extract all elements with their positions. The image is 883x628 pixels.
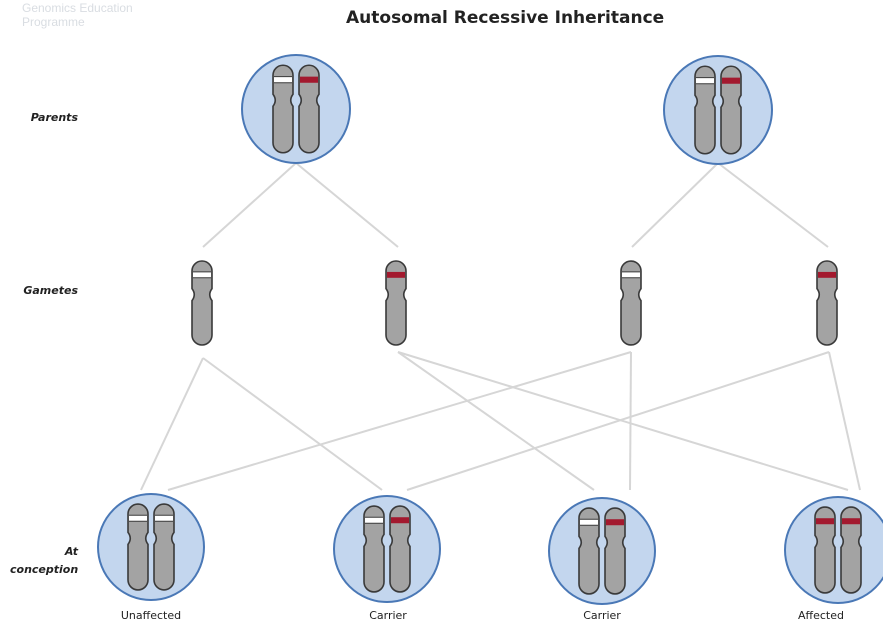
connector-line-1 (202, 162, 297, 248)
connector-line-7 (397, 351, 595, 491)
chromosome-body (153, 503, 175, 591)
child-4-circle-chromosome-2 (840, 506, 862, 594)
child-3-circle-chromosome-1 (578, 507, 600, 595)
watermark-line-1: Genomics Education (22, 1, 133, 15)
parent-2-circle-chromosome-1 (694, 65, 716, 155)
chromosome-body (694, 65, 716, 155)
connector-line-8 (397, 351, 849, 491)
connector-line-2 (295, 162, 399, 248)
connector-line-11 (406, 351, 830, 491)
connector-line-5 (140, 357, 204, 491)
affected-allele-band (842, 518, 860, 525)
parent-1-circle-chromosome-2 (298, 64, 320, 154)
chromosome-body (127, 503, 149, 591)
watermark-line-2: Programme (22, 15, 85, 29)
connector-line-3 (631, 162, 719, 248)
child-2-circle-chromosome-1 (363, 505, 385, 593)
connector-lines (140, 162, 861, 491)
gamete-1-chromosome (191, 260, 213, 346)
row-label-gametes: Gametes (23, 284, 78, 297)
affected-allele-band (391, 517, 409, 524)
chromosome-body (389, 505, 411, 593)
parent-2-circle (663, 55, 773, 165)
row-label-conception-line2: conception (10, 563, 79, 576)
chromosome-body (578, 507, 600, 595)
affected-allele-band (387, 271, 405, 278)
normal-allele-band (129, 515, 147, 522)
child-label-3: Carrier (583, 609, 621, 622)
child-2-circle (333, 495, 441, 603)
child-4-circle-chromosome-1 (814, 506, 836, 594)
gamete-2-chromosome (385, 260, 407, 346)
chromosome-body (720, 65, 742, 155)
diagram-title: Autosomal Recessive Inheritance (346, 8, 665, 28)
parent-1-circle-chromosome-1 (272, 64, 294, 154)
chromosome-body (620, 260, 642, 346)
affected-allele-band (300, 76, 318, 83)
connector-line-4 (717, 162, 829, 248)
genotype-circles (97, 54, 883, 605)
chromosome-body (604, 507, 626, 595)
child-label-2: Carrier (369, 609, 407, 622)
normal-allele-band (365, 517, 383, 524)
affected-allele-band (818, 271, 836, 278)
affected-allele-band (722, 77, 740, 84)
child-1-circle-chromosome-1 (127, 503, 149, 591)
normal-allele-band (580, 519, 598, 526)
gamete-4-chromosome (816, 260, 838, 346)
normal-allele-band (696, 77, 714, 84)
chromosome-body (385, 260, 407, 346)
affected-allele-band (606, 519, 624, 526)
chromosome-body (363, 505, 385, 593)
child-label-4: Affected (798, 609, 844, 622)
child-label-1: Unaffected (120, 609, 182, 622)
normal-allele-band (274, 76, 292, 83)
child-1-circle-chromosome-2 (153, 503, 175, 591)
normal-allele-band (622, 271, 640, 278)
parent-2-circle-chromosome-2 (720, 65, 742, 155)
watermark: Genomics Education Programme (22, 1, 133, 29)
affected-allele-band (816, 518, 834, 525)
normal-allele-band (193, 271, 211, 278)
row-label-conception-line1: At (64, 545, 78, 558)
connector-line-12 (828, 351, 861, 491)
connector-line-10 (629, 351, 632, 491)
child-2-circle-chromosome-2 (389, 505, 411, 593)
connector-line-9 (167, 351, 632, 491)
normal-allele-band (155, 515, 173, 522)
chromosome-body (298, 64, 320, 154)
chromosomes (127, 64, 862, 595)
chromosome-body (272, 64, 294, 154)
connector-line-6 (202, 357, 383, 491)
child-3-circle-chromosome-2 (604, 507, 626, 595)
child-3-circle (548, 497, 656, 605)
chromosome-body (816, 260, 838, 346)
parent-1-circle (241, 54, 351, 164)
chromosome-body (840, 506, 862, 594)
chromosome-body (191, 260, 213, 346)
gamete-3-chromosome (620, 260, 642, 346)
chromosome-body (814, 506, 836, 594)
child-1-circle (97, 493, 205, 601)
row-label-parents: Parents (30, 111, 78, 124)
